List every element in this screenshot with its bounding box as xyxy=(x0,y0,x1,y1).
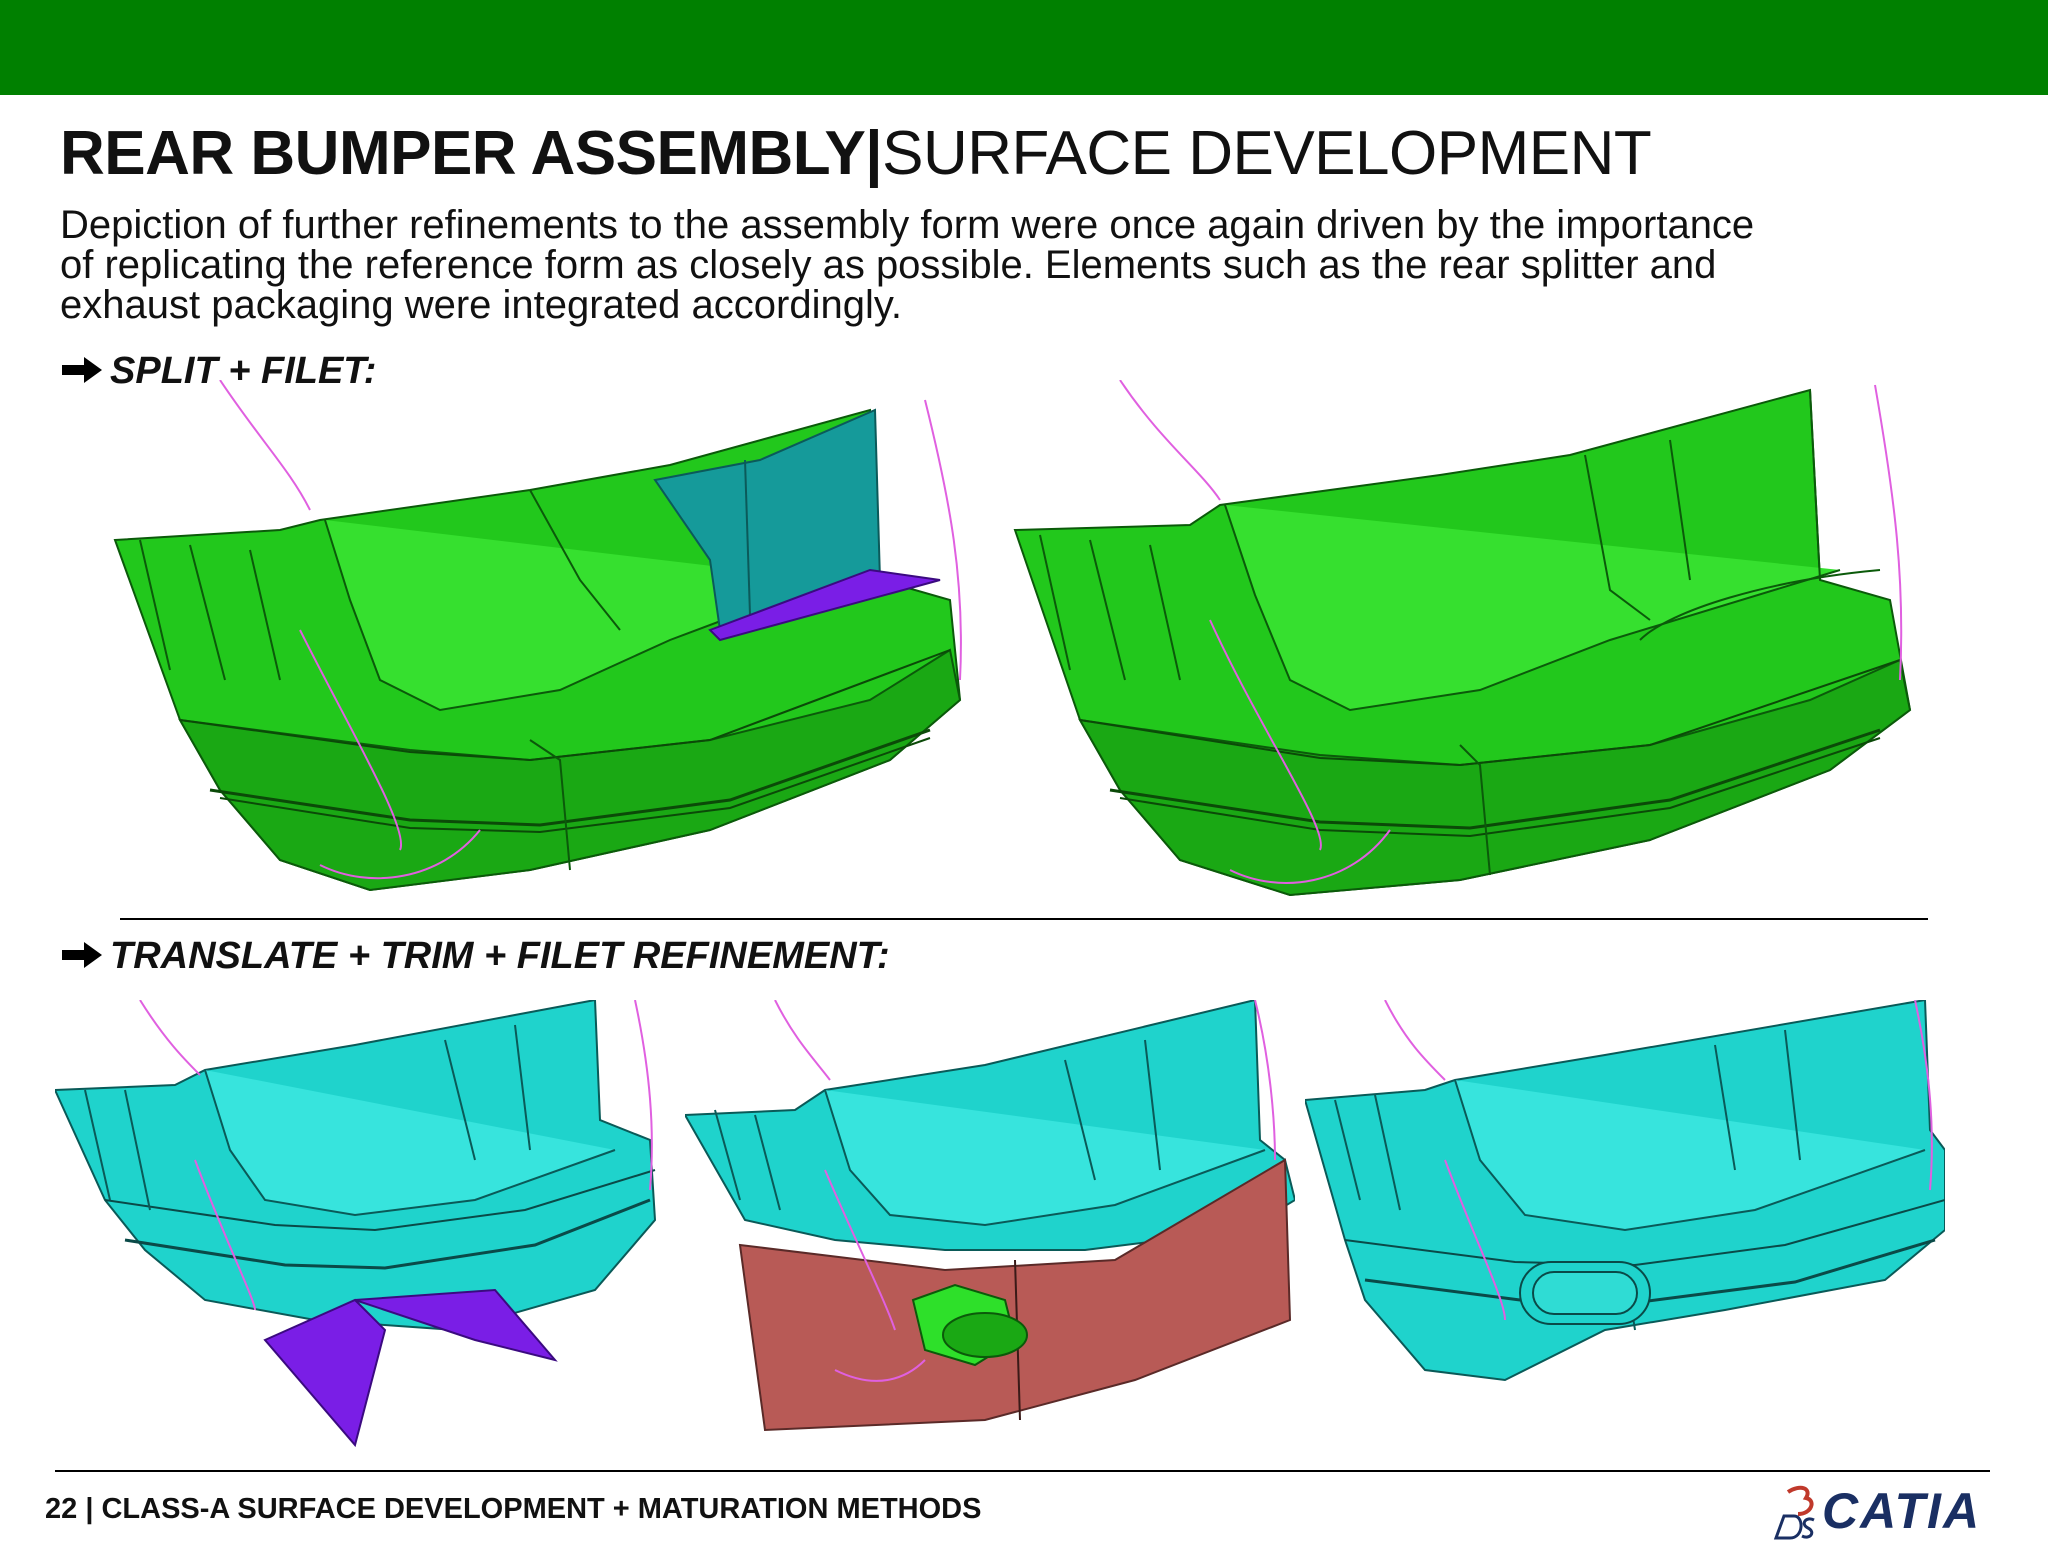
footer-text: 22 | CLASS-A SURFACE DEVELOPMENT + MATUR… xyxy=(45,1493,982,1525)
top-banner xyxy=(0,0,2048,95)
section-heading-refinement: TRANSLATE + TRIM + FILET REFINEMENT: xyxy=(60,935,890,978)
3ds-logo-icon xyxy=(1773,1485,1815,1540)
arrow-right-icon xyxy=(62,942,102,968)
slide-description: Depiction of further refinements to the … xyxy=(60,203,1755,327)
section-divider xyxy=(120,918,1928,920)
bumper-model-exhaust xyxy=(685,1000,1295,1432)
bumper-model-split xyxy=(113,380,962,892)
catia-logo-text: CATIA xyxy=(1822,1483,1982,1539)
title-bold: REAR BUMPER ASSEMBLY| xyxy=(60,119,883,188)
footer-divider xyxy=(55,1470,1990,1472)
section-label: TRANSLATE + TRIM + FILET REFINEMENT: xyxy=(110,935,890,977)
arrow-right-icon xyxy=(62,357,102,383)
slide-title: REAR BUMPER ASSEMBLY|SURFACE DEVELOPMENT xyxy=(60,118,1652,190)
title-light: SURFACE DEVELOPMENT xyxy=(882,119,1652,188)
section-label: SPLIT + FILET: xyxy=(110,350,377,392)
section-heading-split: SPLIT + FILET: xyxy=(60,350,376,393)
bumper-model-filet xyxy=(1013,380,1912,897)
bumper-model-splitter xyxy=(55,1000,657,1448)
bumper-model-final xyxy=(1305,1000,1945,1382)
